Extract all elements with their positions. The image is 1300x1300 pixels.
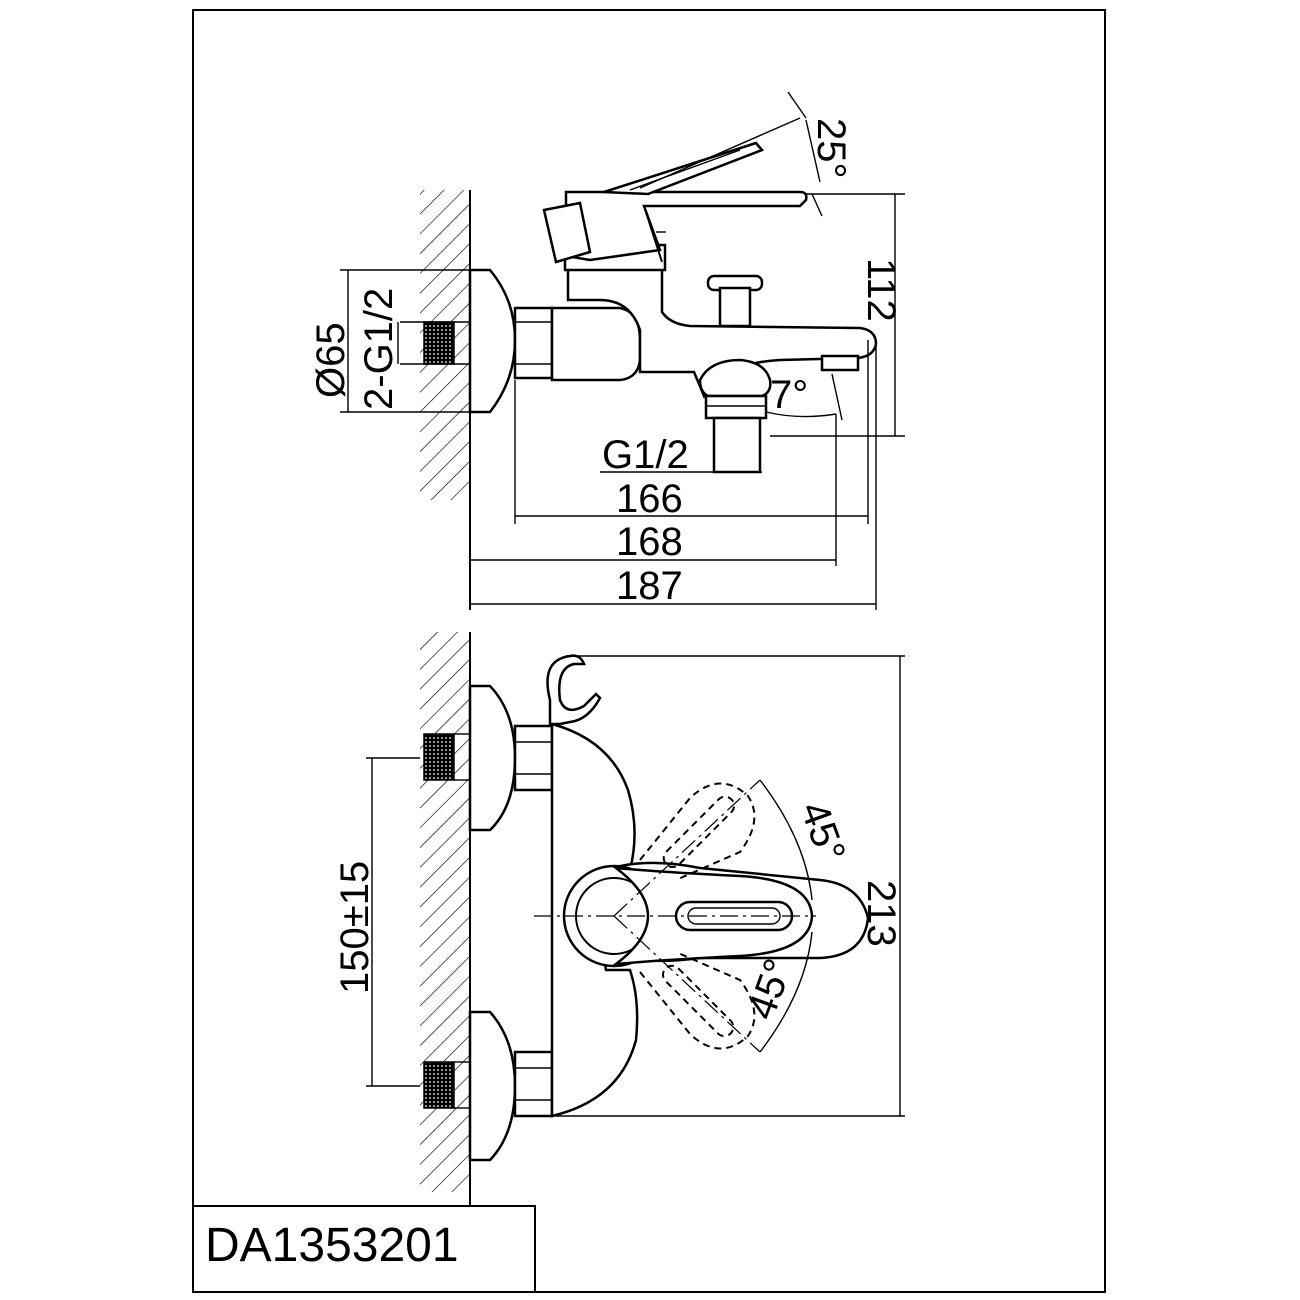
handle-rotated-lower: [639, 951, 756, 1050]
dim-depth-166: 166: [616, 477, 683, 521]
handle-body-side: [564, 190, 808, 262]
shower-hook: [546, 654, 602, 726]
handle-rotated-upper-slot: [662, 795, 736, 868]
dim-spout-angle: 7°: [770, 373, 808, 417]
sheet-frame: [192, 9, 1106, 1293]
dim-handle-angle: 25°: [809, 118, 853, 179]
dim-depth-187: 187: [616, 564, 683, 608]
hex-nut-lower: [513, 1050, 554, 1118]
flange-side: [468, 268, 517, 414]
side-view: 25° 112 7° Ø65 2-G1/2 G1/2 166 168 187: [309, 91, 905, 610]
spout-side: [566, 266, 878, 399]
title-block: [192, 1205, 536, 1293]
model-code: DA1353201: [205, 1219, 459, 1272]
handle-rotated-upper: [639, 782, 756, 881]
inlet-thread-lower: [423, 1061, 455, 1109]
aerator: [820, 354, 860, 372]
dim-depth-168: 168: [616, 520, 683, 564]
dim-outlet-thread: G1/2: [602, 433, 689, 477]
dim-width: 213: [859, 880, 903, 947]
flange-upper: [468, 684, 517, 832]
hex-nut-side: [513, 306, 554, 380]
dim-center-distance: 150±15: [333, 861, 377, 994]
inlet-thread-upper: [423, 733, 455, 781]
diverter-side: [698, 358, 772, 398]
flange-lower: [468, 1010, 517, 1162]
dim-connection-thread: 2-G1/2: [357, 288, 401, 410]
handle-rotated-lower-slot: [662, 964, 735, 1038]
hex-nut-upper: [513, 724, 554, 792]
dim-angle-lower: 45°: [739, 953, 801, 1025]
dim-flange-diameter: Ø65: [309, 322, 353, 398]
handle-lever-side: [542, 201, 592, 264]
dim-angle-upper: 45°: [792, 796, 854, 868]
dim-height: 112: [859, 258, 903, 322]
inlet-thread-side: [423, 321, 455, 365]
mixer-body-side: [550, 306, 642, 382]
top-view: 45° 45° 213 150±15: [333, 632, 905, 1206]
outlet-thread: [712, 416, 762, 474]
outlet-collar: [704, 394, 768, 420]
